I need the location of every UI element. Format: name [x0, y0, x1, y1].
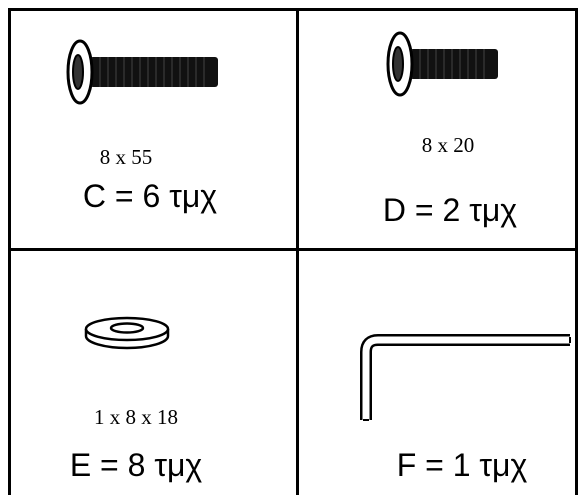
- quantity-label: F = 1 τμχ: [396, 447, 528, 483]
- dimension-label: 8 x 55: [99, 145, 153, 169]
- short-bolt-icon: [386, 31, 498, 97]
- quantity-label: D = 2 τμχ: [382, 192, 518, 228]
- parts-table: [8, 8, 578, 495]
- dimension-label: 8 x 20: [421, 133, 475, 157]
- allen-key-icon: [360, 334, 571, 421]
- row-divider: [11, 248, 575, 251]
- column-divider: [296, 11, 299, 495]
- quantity-label: E = 8 τμχ: [69, 447, 203, 483]
- quantity-label: C = 6 τμχ: [82, 178, 218, 214]
- long-bolt-icon: [66, 39, 218, 105]
- washer-icon: [84, 316, 170, 350]
- dimension-label: 1 x 8 x 18: [94, 405, 178, 429]
